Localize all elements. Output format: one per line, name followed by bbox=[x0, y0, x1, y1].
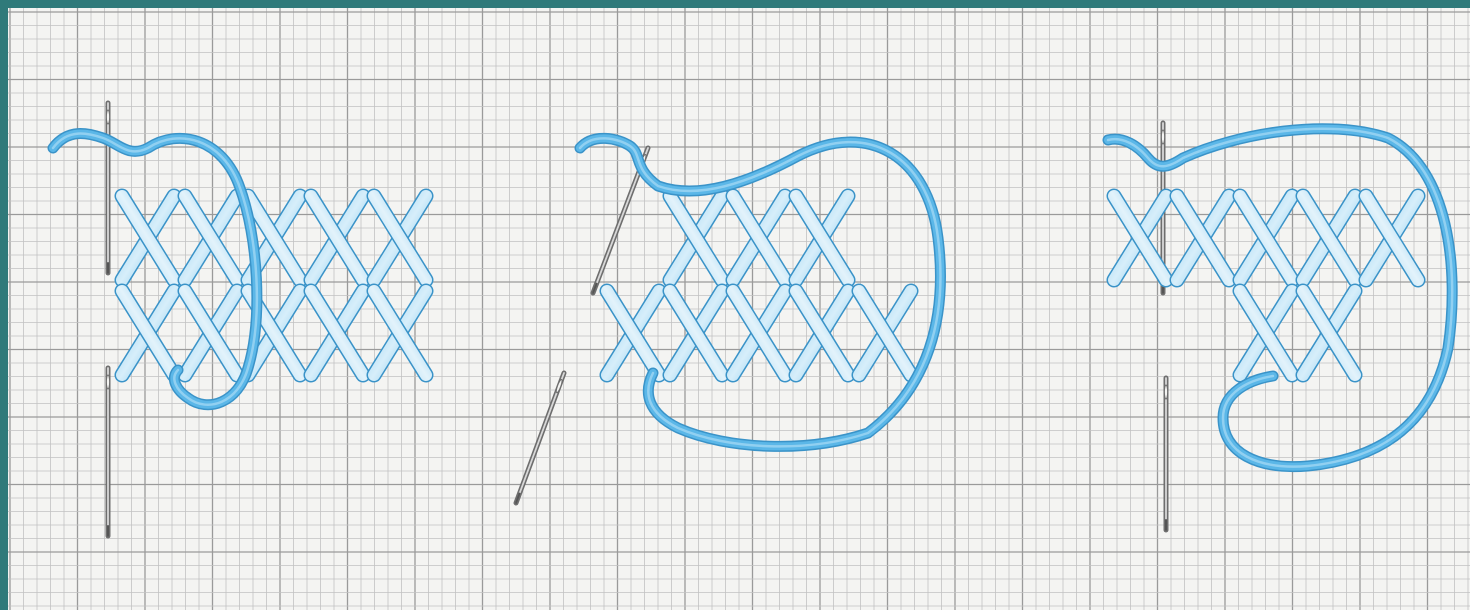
cross-stitch-icon bbox=[1240, 291, 1292, 375]
cross-stitch-icon bbox=[185, 291, 237, 375]
cross-stitch-icon bbox=[733, 196, 785, 280]
cross-stitch-icon bbox=[122, 196, 174, 280]
cross-stitch-icon bbox=[311, 291, 363, 375]
cross-stitch-icon bbox=[733, 291, 785, 375]
needle-icon bbox=[1164, 378, 1167, 530]
cross-stitch-diagram bbox=[8, 8, 1470, 610]
cross-stitch-icon bbox=[374, 196, 426, 280]
cross-stitch-icon bbox=[796, 196, 848, 280]
needle-icon bbox=[106, 103, 109, 273]
grid-paper bbox=[8, 8, 1470, 610]
cross-stitch-icon bbox=[374, 291, 426, 375]
needle-eye bbox=[555, 379, 563, 393]
cross-stitch-icon bbox=[1114, 196, 1166, 280]
cross-stitch-icon bbox=[607, 291, 659, 375]
panel-step-2 bbox=[516, 138, 940, 503]
cross-stitch-icon bbox=[1303, 291, 1355, 375]
cross-stitch-icon bbox=[122, 291, 174, 375]
cross-stitch-icon bbox=[670, 196, 722, 280]
cross-stitch-icon bbox=[1240, 196, 1292, 280]
cross-stitch-icon bbox=[311, 196, 363, 280]
cross-stitch-icon bbox=[859, 291, 911, 375]
needle-eye bbox=[1164, 385, 1167, 399]
cross-stitch-icon bbox=[185, 196, 237, 280]
needle-eye bbox=[1161, 130, 1164, 144]
cross-stitch-icon bbox=[670, 291, 722, 375]
needle-eye bbox=[106, 110, 109, 124]
needle-icon bbox=[106, 368, 109, 536]
cross-stitch-icon bbox=[1303, 196, 1355, 280]
cross-stitch-icon bbox=[796, 291, 848, 375]
needle-eye bbox=[106, 375, 109, 389]
